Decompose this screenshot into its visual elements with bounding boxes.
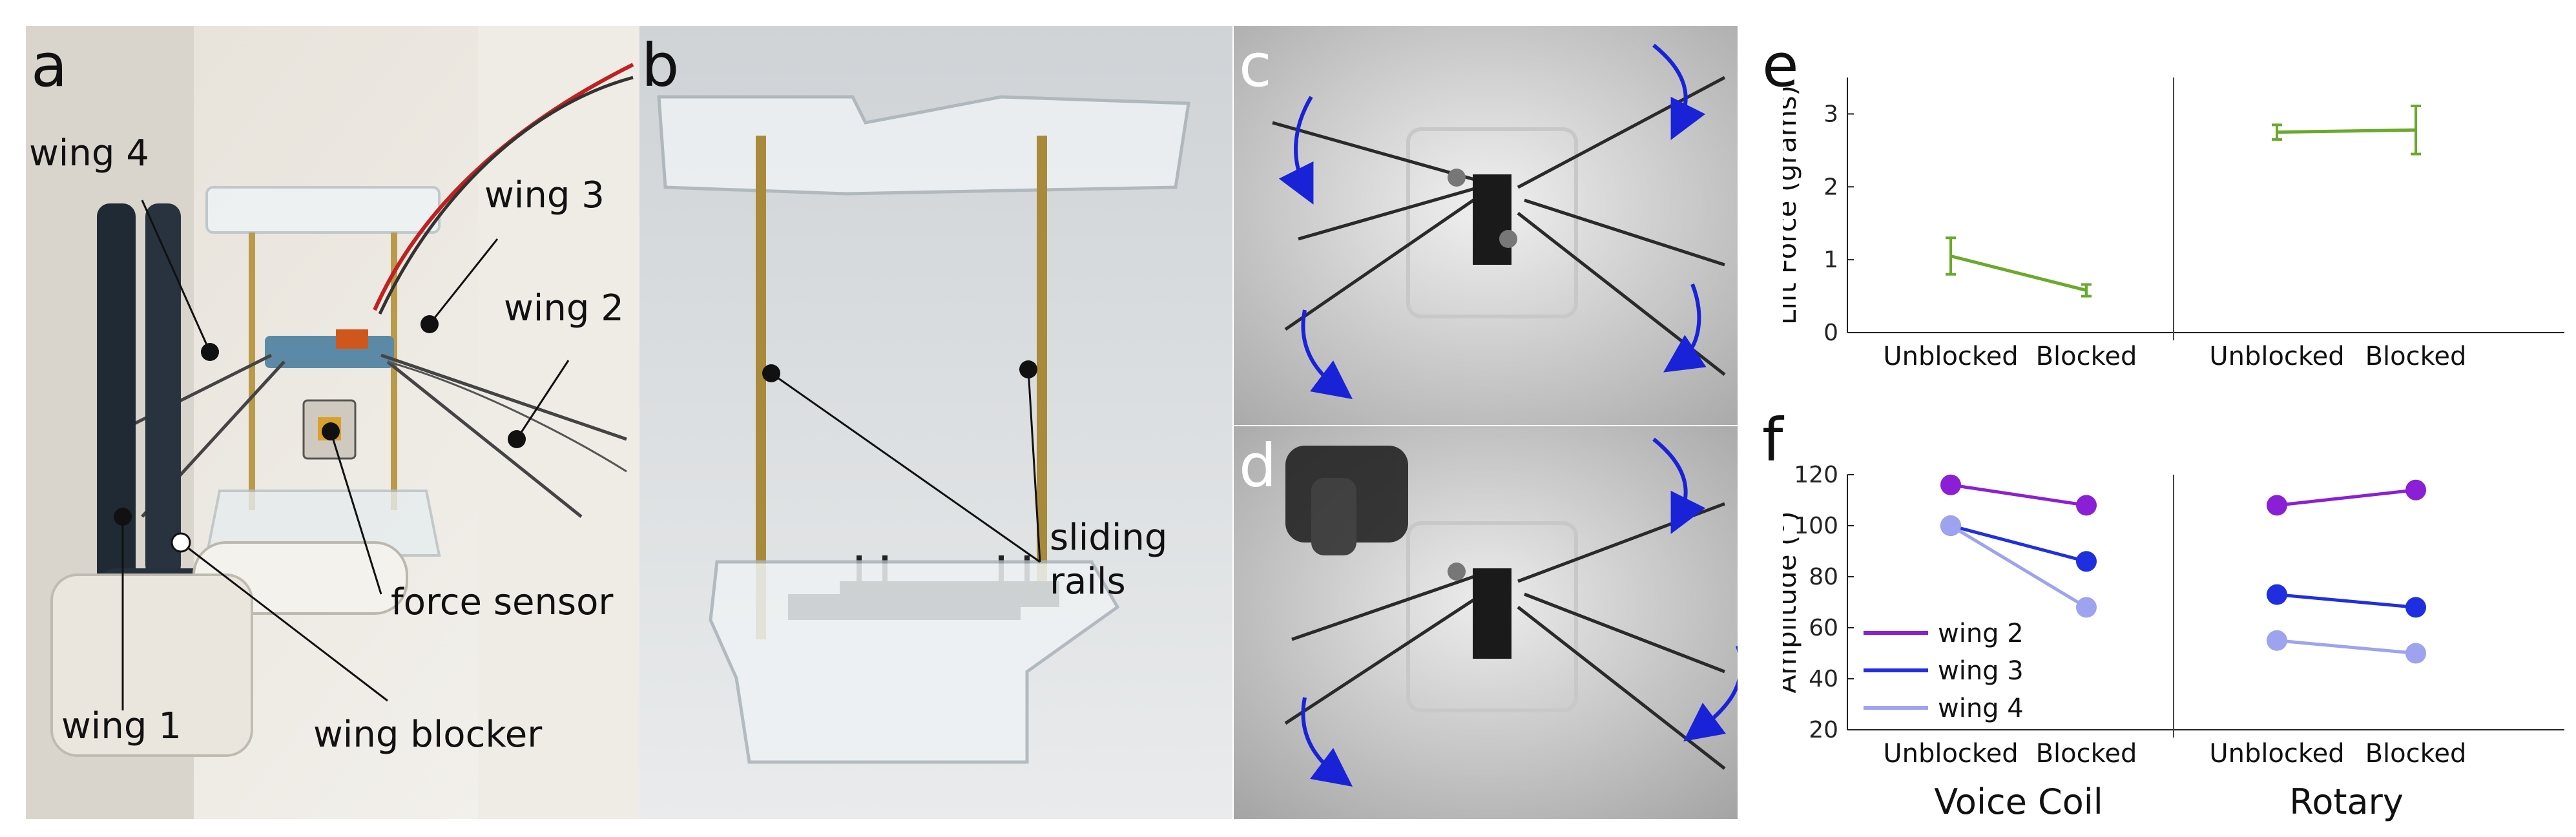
y-tick-label: 1 [1823, 247, 1838, 273]
panel-d-photo [1234, 426, 1738, 819]
y-tick-label: 80 [1809, 564, 1838, 590]
legend-label: wing 2 [1938, 619, 2024, 648]
panel-a-photo [26, 26, 639, 819]
series-line [1950, 524, 2087, 563]
x-tick-label: Unblocked [2209, 739, 2344, 769]
y-axis-label: Lift Force (grams) [1783, 85, 1802, 325]
data-point [2076, 495, 2097, 516]
y-tick-label: 40 [1809, 666, 1838, 692]
x-tick-label: Blocked [2036, 342, 2137, 371]
panel-label-e: e [1762, 31, 1799, 100]
series-line [2276, 128, 2416, 134]
y-tick-label: 60 [1809, 615, 1838, 641]
group-label: Voice Coil [1934, 781, 2103, 822]
x-tick-label: Unblocked [2209, 342, 2344, 371]
series-line [1950, 254, 2087, 292]
panel-a-illustration [26, 26, 639, 819]
data-point [1940, 474, 1961, 495]
data-point [2267, 584, 2287, 605]
series-line [2276, 639, 2416, 655]
series-line [2276, 488, 2416, 507]
annotation-sliding: sliding [1050, 517, 1168, 559]
legend-label: wing 4 [1938, 694, 2024, 723]
panel-b-photo [639, 26, 1232, 819]
panel-label-b: b [641, 31, 680, 100]
panel-d-illustration [1234, 426, 1738, 819]
panel-label-c: c [1239, 31, 1272, 100]
x-tick-label: Blocked [2365, 342, 2467, 371]
x-tick-label: Unblocked [1883, 739, 2018, 769]
x-tick-label: Blocked [2036, 739, 2137, 769]
group-label: Rotary [2289, 781, 2404, 822]
x-tick-label: Unblocked [1883, 342, 2018, 371]
panel-label-f: f [1762, 406, 1783, 475]
legend-label: wing 3 [1938, 656, 2024, 686]
data-point [2405, 643, 2426, 664]
annotation-wing-3: wing 3 [484, 174, 605, 216]
series-line [1950, 483, 2087, 507]
annotation-wing-4: wing 4 [29, 132, 149, 174]
chart-e-marks [1946, 105, 2421, 298]
data-point [2405, 479, 2426, 501]
chart-f-marks [1940, 474, 2426, 664]
chart-e-axes: 0 1 2 3 Lift Force (grams) Unblocked Blocked Un… [1783, 78, 2564, 371]
y-tick-label: 3 [1823, 101, 1838, 127]
y-tick-label: 20 [1809, 717, 1838, 743]
annotation-wing-1: wing 1 [61, 705, 182, 747]
panel-c-illustration [1234, 26, 1738, 425]
panel-label-d: d [1239, 431, 1277, 501]
annotation-force-sensor: force sensor [391, 581, 614, 623]
chart-lift-force: 0 1 2 3 Lift Force (grams) Unblocked Blocked Un… [1783, 78, 2564, 371]
y-tick-label: 0 [1823, 320, 1838, 346]
data-point [2267, 630, 2287, 651]
y-tick-label: 100 [1794, 513, 1838, 539]
data-point [2405, 597, 2426, 618]
chart-f-legend: wing 2 wing 3 wing 4 [1864, 619, 2024, 723]
data-point [1940, 515, 1961, 536]
data-point [2267, 495, 2287, 516]
panel-c-photo [1234, 26, 1738, 425]
series-line [1949, 524, 2088, 609]
panel-b-illustration [639, 26, 1232, 819]
data-point [2076, 597, 2097, 618]
annotation-wing-2: wing 2 [504, 287, 624, 329]
annotation-wing-blocker: wing blocker [313, 714, 543, 756]
data-point [2076, 551, 2097, 572]
panel-label-a: a [31, 31, 68, 100]
annotation-rails: rails [1050, 561, 1126, 603]
y-tick-label: 2 [1823, 174, 1838, 200]
y-tick-label: 120 [1794, 462, 1838, 488]
x-tick-label: Blocked [2365, 739, 2467, 769]
series-line [2276, 593, 2416, 609]
y-axis-label: Amplitude (°) [1783, 511, 1802, 693]
